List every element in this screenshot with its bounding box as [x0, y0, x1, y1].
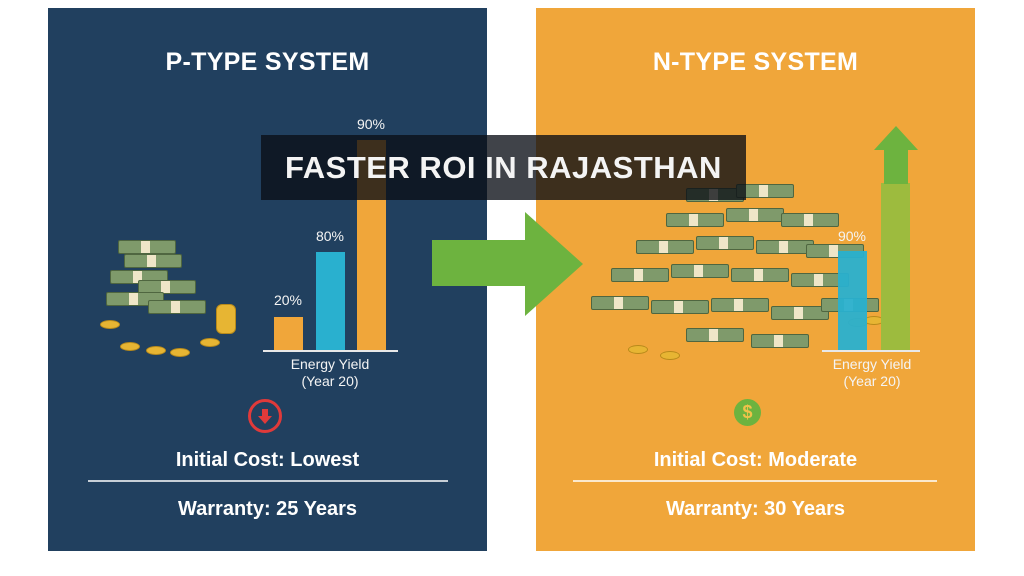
axis-label-line1: Energy Yield [290, 356, 370, 372]
axis-label-line2: (Year 20) [301, 373, 359, 389]
label-90: 90% [356, 116, 386, 132]
dollar-circle-icon: $ [734, 399, 761, 426]
bar-80 [316, 252, 345, 350]
warranty: Warranty: 25 Years [178, 498, 357, 520]
label-20: 20% [273, 292, 303, 308]
label-90: 90% [837, 228, 867, 244]
banner-title: FASTER ROI IN RAJASTHAN [261, 135, 746, 200]
right-arrow-icon [432, 212, 583, 316]
p-type-panel: P-TYPE SYSTEM 20% 80% 90% Energy Yield (… [48, 8, 487, 551]
chart-axis [263, 350, 398, 352]
bar-20 [274, 317, 303, 350]
down-arrow-circle-icon [248, 399, 282, 433]
axis-label: Energy Yield (Year 20) [260, 356, 400, 390]
n-type-panel: N-TYPE SYSTEM 90% Energy Yield (Year 20)… [536, 8, 975, 551]
axis-label: Energy Yield (Year 20) [802, 356, 942, 390]
n-type-title: N-TYPE SYSTEM [652, 48, 859, 76]
divider [573, 480, 937, 482]
initial-cost: Initial Cost: Moderate [653, 449, 858, 471]
axis-label-line2: (Year 20) [843, 373, 901, 389]
up-arrow-icon [874, 126, 918, 184]
warranty: Warranty: 30 Years [666, 498, 845, 520]
chart-axis [822, 350, 920, 352]
bar-90 [838, 251, 867, 350]
divider [88, 480, 448, 482]
label-80: 80% [315, 228, 345, 244]
bar-green [881, 183, 910, 350]
p-type-title: P-TYPE SYSTEM [165, 48, 370, 76]
initial-cost: Initial Cost: Lowest [175, 449, 360, 471]
axis-label-line1: Energy Yield [832, 356, 912, 372]
